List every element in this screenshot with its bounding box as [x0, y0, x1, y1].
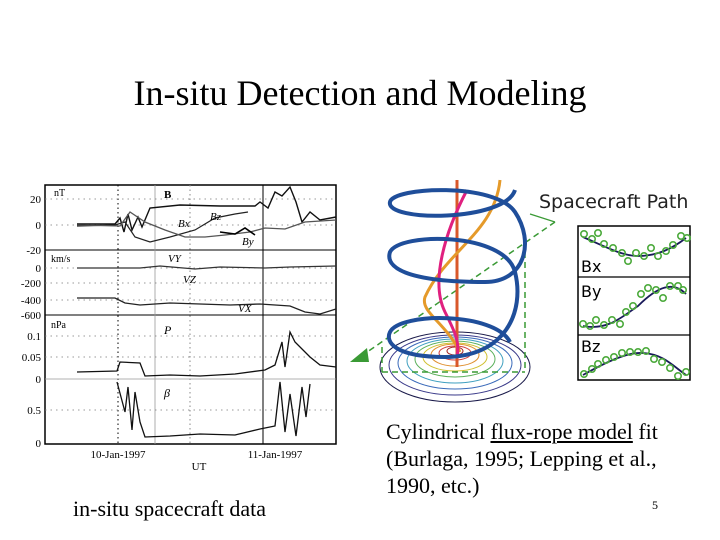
flux-rope-diagram: Spacecraft Path Bx By Bz [345, 172, 710, 407]
page-number: 5 [652, 498, 658, 512]
curve-label-p: P [163, 323, 172, 337]
component-label-bx: Bx [581, 257, 601, 276]
y-tick: -400 [21, 295, 42, 307]
right-caption: Cylindrical flux-rope model fit (Burlaga… [386, 418, 658, 499]
flux-rope-model-link[interactable]: flux-rope model [490, 419, 633, 444]
left-caption: in-situ spacecraft data [73, 496, 267, 521]
y-tick: -20 [26, 245, 41, 257]
y-tick: 0.05 [22, 352, 42, 364]
y-tick: 0 [36, 220, 42, 232]
curve-label-vy: VY [168, 253, 183, 265]
curve-label-vz: VZ [183, 274, 197, 286]
panel-label-b: B [164, 189, 172, 201]
unit-label: nT [54, 188, 65, 199]
caption-line-3: 1990, etc.) [386, 473, 480, 498]
unit-label: km/s [51, 254, 71, 265]
x-tick: 11-Jan-1997 [248, 449, 303, 461]
y-tick: 0.5 [27, 405, 41, 417]
curve-label-by: By [242, 236, 254, 248]
caption-suffix: fit [632, 419, 658, 444]
insitu-data-plot: 20 0 -20 0 -200 -400 -600 0.1 0.05 0 0.5… [20, 182, 340, 473]
y-tick: -600 [21, 310, 42, 322]
spacecraft-path-label: Spacecraft Path [539, 191, 688, 213]
curve-label-beta: β [163, 386, 170, 400]
y-tick: 20 [30, 194, 42, 206]
y-tick: 0 [36, 374, 42, 386]
unit-label: nPa [51, 320, 67, 331]
y-tick: 0 [36, 438, 42, 450]
component-label-by: By [581, 282, 601, 301]
caption-line-2: (Burlaga, 1995; Lepping et al., [386, 446, 657, 471]
y-tick: -200 [21, 278, 42, 290]
component-label-bz: Bz [581, 337, 600, 356]
slide-title: In-situ Detection and Modeling [133, 73, 587, 113]
y-tick: 0 [36, 263, 42, 275]
caption-prefix: Cylindrical [386, 419, 491, 444]
x-tick: 10-Jan-1997 [91, 449, 146, 461]
y-tick: 0.1 [27, 331, 41, 343]
curve-label-bz: Bz [210, 211, 222, 223]
caption-line-1: Cylindrical flux-rope model fit [386, 418, 658, 445]
curve-label-bx: Bx [178, 218, 190, 230]
curve-label-vx: VX [238, 303, 253, 315]
x-axis-label: UT [192, 461, 207, 472]
